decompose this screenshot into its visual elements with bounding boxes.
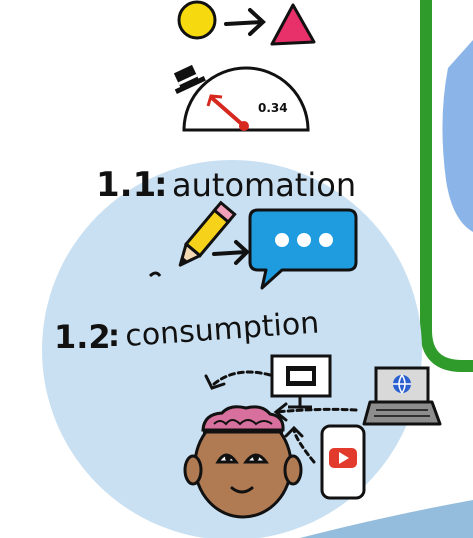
section-2-number: 1.2 bbox=[54, 318, 111, 356]
phone-icon bbox=[320, 424, 366, 500]
arrow-heads bbox=[204, 374, 304, 438]
green-panel bbox=[420, 0, 473, 372]
yellow-circle-icon bbox=[177, 0, 217, 40]
top-flow bbox=[177, 0, 316, 46]
top-hat-icon bbox=[173, 64, 206, 95]
chat-bubble-icon bbox=[248, 208, 358, 290]
pencil-squiggle bbox=[148, 271, 162, 278]
eyes bbox=[215, 453, 269, 464]
arrow-right-icon bbox=[224, 8, 266, 36]
dashed-arrows bbox=[212, 370, 358, 464]
pink-triangle-icon bbox=[270, 3, 316, 46]
panel-border bbox=[420, 0, 473, 372]
brain-icon bbox=[201, 405, 285, 432]
panel-inner-blob bbox=[442, 40, 473, 232]
blue-streak bbox=[300, 500, 473, 538]
section-1-heading: 1.1 : automation bbox=[96, 165, 356, 205]
laptop-icon bbox=[362, 366, 442, 426]
arrow-right-icon-2 bbox=[212, 240, 250, 265]
section-1-number: 1.1 bbox=[96, 165, 156, 205]
gauge: 0.34 bbox=[182, 66, 310, 132]
monitor-icon bbox=[270, 354, 332, 409]
mouth bbox=[230, 486, 254, 494]
face-icon bbox=[183, 405, 303, 519]
section-1-separator: : bbox=[154, 165, 168, 205]
section-2-separator: : bbox=[108, 319, 120, 354]
gauge-value: 0.34 bbox=[258, 101, 288, 115]
section-1-title: automation bbox=[172, 166, 356, 204]
pencil-icon bbox=[178, 200, 237, 267]
gauge-needle bbox=[210, 96, 246, 128]
